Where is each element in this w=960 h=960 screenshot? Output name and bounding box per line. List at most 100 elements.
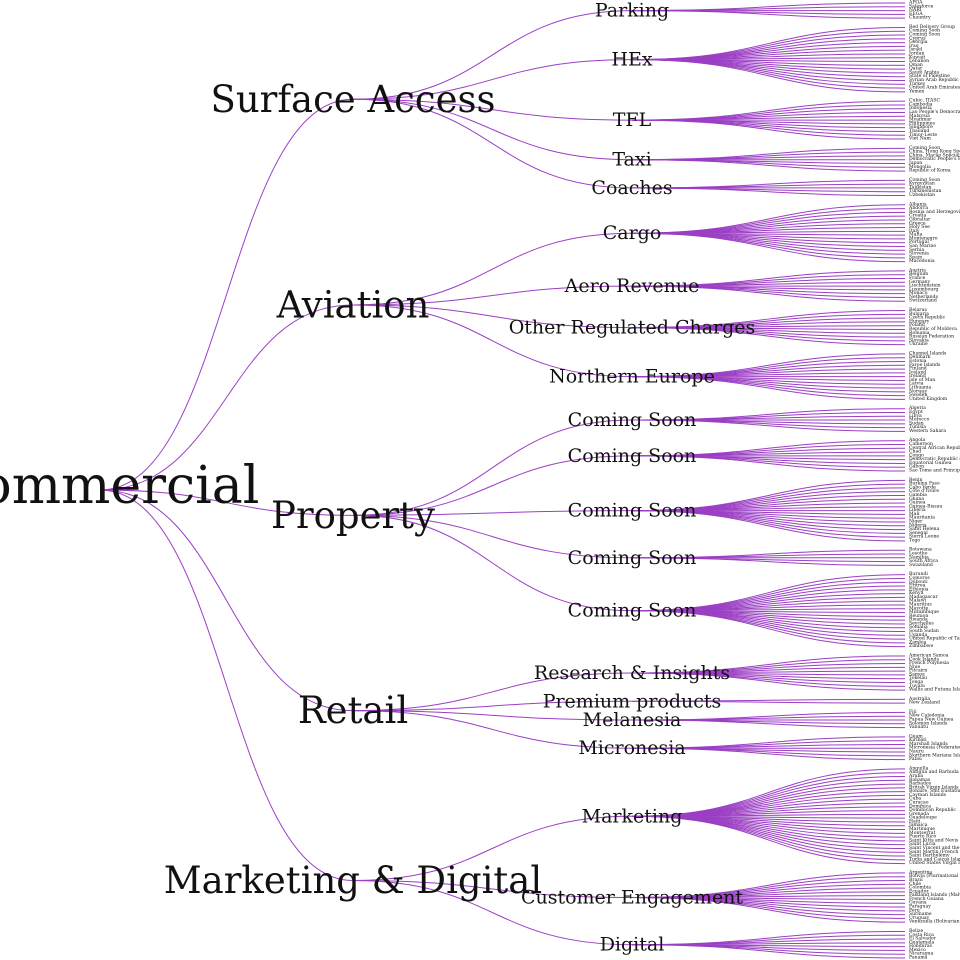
leaf-label: Guyana [909,900,927,906]
leaf-label: Marshall Islands [909,741,948,747]
leaf-label: EEGA [909,11,923,17]
tree-link [352,59,633,100]
leaf-label: Russian Federation [909,334,954,340]
leaf-label: Tunisia [909,424,926,430]
tree-link [631,815,906,865]
leaf-label: Aruba [908,773,923,779]
subcategory-label: Coming Soon [568,500,697,522]
leaf-label: Bulgaria [909,311,929,317]
leaf-label: Romania [909,330,930,336]
category-label: Aviation [276,283,430,326]
leaf-label: Bolivia (Plurinational State of) [909,872,960,879]
leaf-label: Denmark [909,354,931,360]
leaf-label: Guatemala [909,939,934,945]
leaf-label: Palau [909,756,922,762]
leaf-label: Lesotho [909,551,928,557]
leaf-label: Croatia [909,213,927,219]
leaf-label: Cubic, ITASC [909,98,940,104]
leaf-label: Turks and Caicos Islands [909,856,960,862]
leaf-label: Northern Mariana Islands [909,752,960,758]
tree-link [352,98,633,189]
leaf-label: Democratic Republic of the Congo [909,456,960,462]
leaf-label: Mozambique [909,609,939,615]
leaf-label: Mongolia [909,164,931,170]
leaf-label: Fiji [909,709,917,715]
leaf-label: Slovenia [909,251,929,257]
category-label: Retail [298,689,408,732]
leaf-label: Mayotte [909,605,928,611]
tree-link [631,897,906,923]
leaf-label: Andorra [908,205,928,211]
tree-link [352,880,633,899]
leaf-label: Rwanda [909,617,928,623]
leaf-label: Thailand [909,128,929,134]
leaf-label: Lao People's Democratic Republic [909,109,960,115]
leaf-label: Luxembourg [909,286,939,292]
subcategory-label: Northern Europe [549,366,715,388]
subcategory-label: Taxi [612,149,651,171]
tree-link [352,232,633,306]
leaf-label: Mauritius [909,601,932,607]
leaf-label: Tuvalu [909,683,925,689]
subcategory-label: Other Regulated Charges [509,317,756,339]
tree-link [631,159,906,172]
tree-link [631,285,906,302]
leaf-label: Cuba [909,796,921,802]
leaf-label: Brazil [909,877,923,883]
tree-link [631,115,906,121]
leaf-label: Cook Islands [909,656,940,662]
leaf-label: Georgia [909,39,928,45]
leaf-label: Japan [908,160,922,166]
leaf-label: Uruguay [909,915,930,921]
tree-link [352,419,633,516]
tree-link [631,944,906,959]
leaf-label: Uzbekistan [909,192,935,198]
tree-link [352,98,633,121]
leaf-label: Paraguay [909,904,931,910]
tree-link [352,700,633,712]
leaf-label: Republic of Korea [909,168,951,174]
leaf-label: Zambia [909,639,927,645]
leaf-label: Salesforce [909,3,934,9]
leaf-label: Portugal [909,239,929,245]
leaf-label: Grenada [909,811,929,817]
tree-link [631,100,906,121]
leaf-label: Guam [909,733,923,739]
tree-link [352,672,633,712]
leaf-label: Timor-Leste [909,132,937,138]
subcategory-label: Coming Soon [568,600,697,622]
leaf-label: Sudan [909,420,924,426]
leaf-label: Mauritania [909,515,935,521]
category-label: Surface Access [210,78,495,121]
leaf-label: Cameroon [909,441,933,447]
leaf-label: Nicaragua [909,951,934,957]
leaf-label: Sierra Leone [909,534,939,540]
leaf-label: Cayman Islands [909,792,947,798]
leaf-label: Albania [908,201,927,207]
leaf-label: Angola [908,437,925,443]
leaf-label: Isle of Man [909,377,935,383]
leaf-label: Dominica [909,803,931,809]
leaf-label: Chauntry [909,15,931,21]
leaf-label: Gabon [909,464,924,470]
subcategory-label: Coming Soon [568,409,697,431]
tree-link [631,719,906,729]
leaf-label: Monaco [909,290,928,296]
leaf-label: Serbia [909,247,924,253]
tree-link [352,304,633,329]
leaf-label: Republic of Moldova [909,326,957,332]
leaf-label: Sao Tome and Principe [909,468,960,474]
leaf-label: Puerto Rico [909,834,937,840]
tree-link [99,489,354,516]
leaf-label: Niger [909,518,923,524]
leaf-label: Spain [909,254,922,260]
leaf-label: Oman [909,62,923,68]
leaf-label: Faroe Islands [909,362,941,368]
leaf-label: Saudi Arabia [909,69,939,75]
leaf-label: Saint Barthélemy [909,852,950,859]
leaf-label: Seychelles [909,620,934,626]
leaf-label: Djibouti [909,579,928,585]
leaf-label: Martinique [909,826,935,832]
tree-link [631,700,906,704]
